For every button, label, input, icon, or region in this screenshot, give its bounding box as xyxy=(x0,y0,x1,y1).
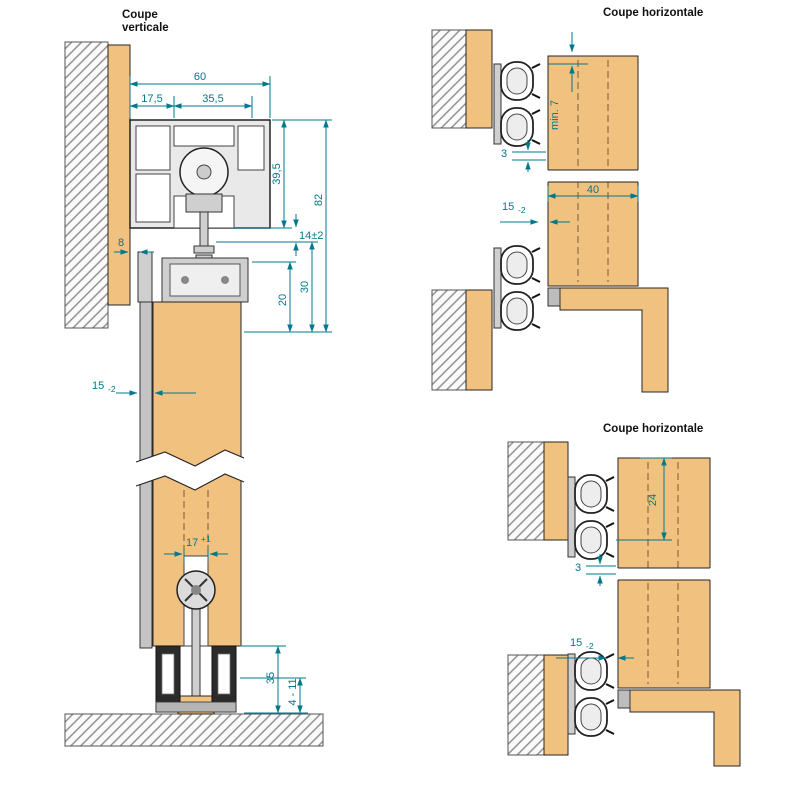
break-symbol xyxy=(546,169,640,183)
horizontal-section-bottom: Coupe horizontale 24 3 15 -2 xyxy=(507,423,741,767)
door-clamp-bracket xyxy=(161,257,249,303)
dim-track-height: 39,5 xyxy=(271,163,283,184)
wall-batten xyxy=(107,44,131,306)
dim-adjustment: 14±2 xyxy=(299,230,323,242)
dim-wall-gap: 8 xyxy=(118,237,124,249)
horizontal-bottom-title: Coupe horizontale xyxy=(603,423,703,435)
dim-panel-thickness: 15 xyxy=(570,637,582,649)
wall-bracket xyxy=(137,251,153,303)
pocket-return-wall xyxy=(559,287,669,393)
dim-panel-thickness-tol: -2 xyxy=(108,384,116,394)
vertical-section-title-line1: Coupe xyxy=(122,9,158,21)
dim-total-height: 82 xyxy=(313,194,325,206)
seal-clip-profile xyxy=(567,651,615,737)
wall-jamb xyxy=(465,29,493,129)
dim-seal-height: 35 xyxy=(265,672,277,684)
dim-track-width: 60 xyxy=(194,71,206,83)
dim-panel-thickness: 15 xyxy=(502,201,514,213)
wall-jamb xyxy=(465,289,493,391)
seal-clip-profile xyxy=(567,474,615,560)
wall-hatch xyxy=(64,41,109,329)
floor-hatch xyxy=(64,713,324,747)
wall-hatch xyxy=(507,654,545,756)
dim-overlap: min. 7 xyxy=(549,100,561,130)
vertical-section-title-line2: verticale xyxy=(122,22,169,34)
wall-hatch xyxy=(431,29,467,129)
horizontal-section-top: Coupe horizontale min. 7 3 xyxy=(431,7,703,393)
horizontal-top-dimensions: min. 7 3 40 15 -2 xyxy=(500,32,639,225)
dim-gap: 3 xyxy=(575,562,581,574)
dim-guide-groove: 17 xyxy=(186,537,198,549)
track-profile xyxy=(129,119,271,262)
wall-jamb xyxy=(543,441,569,541)
dim-inset: 24 xyxy=(647,494,659,506)
carriage xyxy=(185,193,223,213)
break-symbol xyxy=(616,567,712,581)
dim-panel-thickness-tol: -2 xyxy=(518,205,526,215)
end-cap xyxy=(617,689,631,709)
vertical-section: Coupe verticale xyxy=(64,9,332,747)
hanger-bolt xyxy=(199,211,209,247)
horizontal-top-title: Coupe horizontale xyxy=(603,7,703,19)
dim-gap: 3 xyxy=(501,148,507,160)
seal-clip-profile xyxy=(493,61,541,147)
end-cap xyxy=(547,287,561,307)
dim-panel-thickness-tol: -2 xyxy=(586,641,594,651)
dim-clearance-b: 20 xyxy=(277,294,289,306)
dim-guide-groove-tol: +1 xyxy=(201,534,211,544)
dim-panel-thickness: 15 xyxy=(92,380,104,392)
dim-track-left: 17,5 xyxy=(141,93,162,105)
pocket-return-wall xyxy=(629,689,741,767)
vertical-section-dimensions: 60 17,5 35,5 39,5 82 14±2 30 20 8 15 xyxy=(92,71,332,714)
horizontal-bottom-dimensions: 24 3 15 -2 xyxy=(556,457,672,661)
dim-floor-gap: 4 - 11 xyxy=(287,678,299,705)
dim-door-thickness: 40 xyxy=(587,184,599,196)
dim-clearance-a: 30 xyxy=(299,281,311,293)
wall-hatch xyxy=(431,289,467,391)
dim-track-right: 35,5 xyxy=(202,93,223,105)
wall-hatch xyxy=(507,441,545,541)
seal-clip-profile xyxy=(493,245,541,331)
break-symbol xyxy=(135,449,245,491)
drop-seal xyxy=(155,645,237,713)
wall-jamb xyxy=(543,654,569,756)
